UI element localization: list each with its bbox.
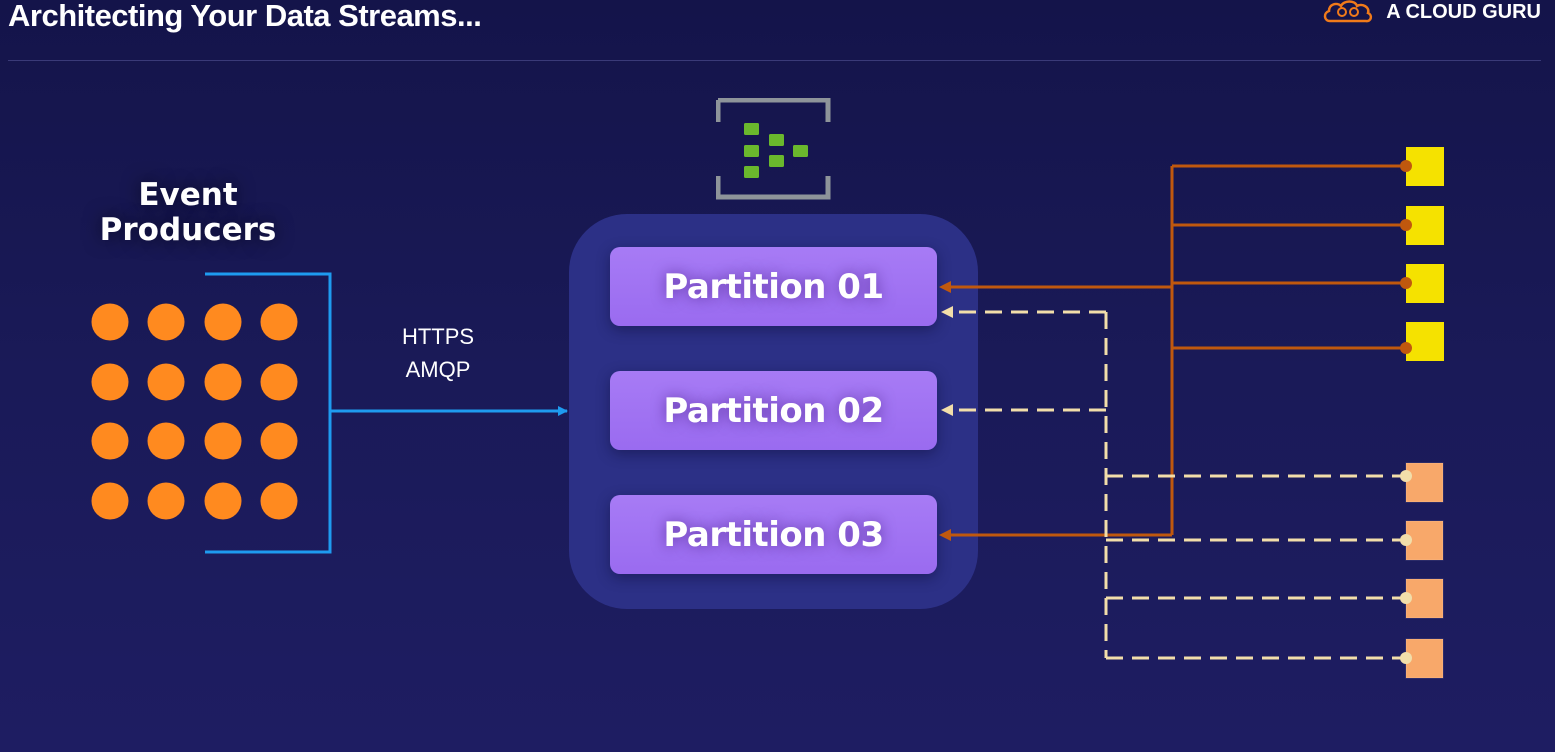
event-producer-node (91, 482, 129, 520)
consumer-b-connector (1400, 470, 1412, 482)
brand-logo: A CLOUD GURU (1322, 0, 1541, 25)
event-producer-node (204, 482, 242, 520)
event-producer-node (147, 422, 185, 460)
event-producer-node (204, 303, 242, 341)
consumer-a-node (1406, 147, 1444, 186)
consumer-b-node (1405, 578, 1444, 619)
consumer-a-connector (1400, 219, 1412, 231)
consumer-b-node (1405, 462, 1444, 503)
event-producer-node (260, 422, 298, 460)
event-producer-node (147, 482, 185, 520)
event-producer-node (91, 363, 129, 401)
brand-name: A CLOUD GURU (1386, 0, 1541, 23)
partition-02-label: Partition 02 (663, 390, 884, 431)
consumer-b-connector (1400, 534, 1412, 546)
event-producer-node (260, 303, 298, 341)
consumer-group-a (1400, 147, 1444, 361)
event-producer-node (260, 363, 298, 401)
partition-02: Partition 02 (610, 371, 937, 450)
consumer-a-node (1406, 264, 1444, 303)
event-producer-node (147, 303, 185, 341)
event-producer-node (204, 422, 242, 460)
protocol-label-amqp: AMQP (405, 357, 471, 382)
slide-title: Architecting Your Data Streams... (8, 0, 482, 33)
event-hubs-icon (716, 98, 831, 200)
partition-03: Partition 03 (610, 495, 937, 574)
partition-01: Partition 01 (610, 247, 937, 326)
event-producer-node (204, 363, 242, 401)
event-producer-node (260, 482, 298, 520)
consumer-group-b (1400, 462, 1444, 679)
event-producers-label: Event Producers (99, 177, 277, 248)
event-producer-node (91, 422, 129, 460)
consumer-b-connector (1400, 652, 1412, 664)
consumer-a-connector (1400, 160, 1412, 172)
title-divider (8, 60, 1541, 61)
producer-bracket (205, 272, 332, 554)
cloud-guru-logo-icon (1323, 0, 1373, 23)
event-producer-node (91, 303, 129, 341)
consumer-b-node (1405, 520, 1444, 561)
event-producers-grid (91, 303, 298, 520)
consumer-a-connector (1400, 342, 1412, 354)
protocol-label-https: HTTPS (401, 324, 475, 349)
consumer-b-node (1405, 638, 1444, 679)
consumer-b-connector (1400, 592, 1412, 604)
consumer-a-node (1406, 206, 1444, 245)
event-producer-node (147, 363, 185, 401)
partition-01-label: Partition 01 (663, 266, 884, 307)
partition-03-label: Partition 03 (663, 514, 884, 555)
consumer-a-connector (1400, 277, 1412, 289)
consumer-a-node (1406, 322, 1444, 361)
